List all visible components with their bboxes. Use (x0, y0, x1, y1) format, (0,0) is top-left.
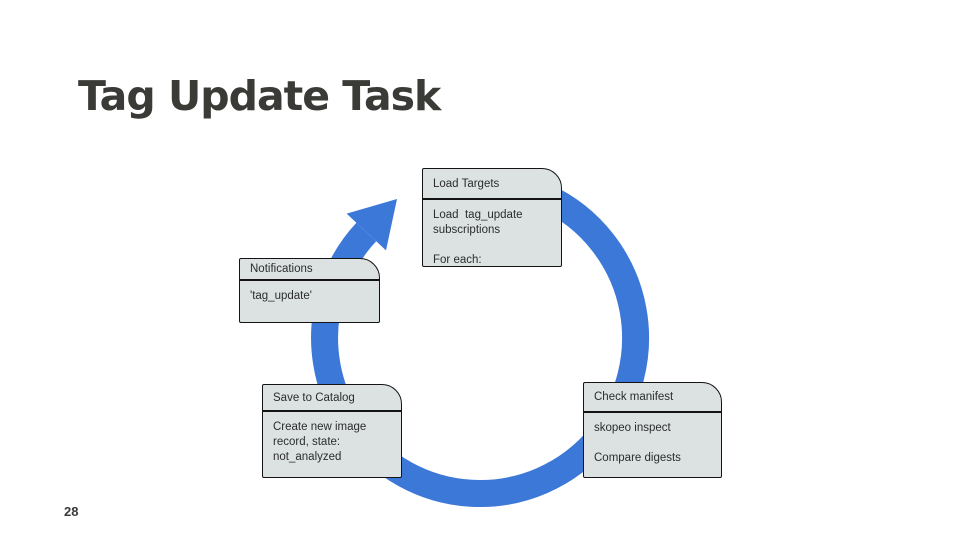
node-body-line: For each: (433, 254, 482, 266)
node-header: Notifications (240, 259, 379, 281)
node-body: skopeo inspect Compare digests (584, 413, 721, 474)
node-save-to-catalog: Save to Catalog Create new image record,… (262, 384, 402, 478)
node-notifications: Notifications 'tag_update' (239, 258, 380, 323)
cycle-arc (311, 169, 650, 507)
node-body-line: Create new image record, state: not_anal… (273, 421, 370, 463)
cycle-arrowhead-icon (346, 199, 397, 251)
node-header: Load Targets (423, 169, 561, 200)
node-body-line: Compare digests (594, 452, 681, 464)
node-header: Check manifest (584, 383, 721, 413)
node-body-line: skopeo inspect (594, 422, 671, 434)
slide-page-number: 28 (64, 504, 79, 519)
node-header: Save to Catalog (263, 385, 401, 412)
node-body: Create new image record, state: not_anal… (263, 412, 401, 473)
page-title: Tag Update Task (78, 72, 441, 120)
node-body: Load tag_update subscriptions For each: (423, 200, 561, 276)
node-load-targets: Load Targets Load tag_update subscriptio… (422, 168, 562, 267)
node-check-manifest: Check manifest skopeo inspect Compare di… (583, 382, 722, 478)
node-body: 'tag_update' (240, 281, 379, 312)
node-body-line: 'tag_update' (250, 290, 312, 302)
node-body-line: Load tag_update subscriptions (433, 209, 526, 236)
